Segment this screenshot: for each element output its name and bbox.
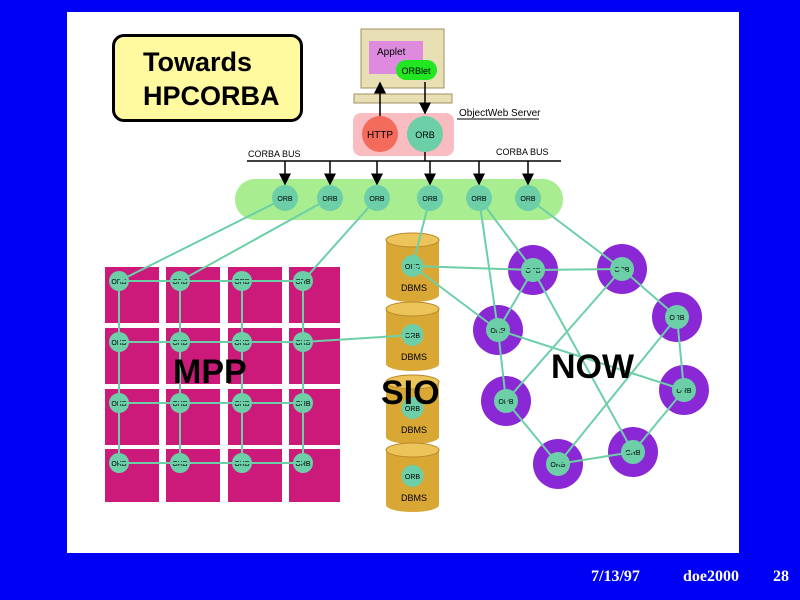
dbms-label: DBMS: [401, 283, 427, 293]
orblet-box: [396, 60, 437, 80]
connection-line: [532, 268, 623, 271]
title-box: Towards HPCORBA: [112, 34, 303, 122]
http-node: [362, 116, 398, 152]
connection-line: [505, 268, 623, 402]
dbms-label: DBMS: [401, 493, 427, 503]
slide: Towards HPCORBA Applet ORBlet HTTP ORB O…: [67, 12, 739, 553]
sio-orb-label: ORB: [405, 333, 421, 340]
bus-orb-node: [317, 185, 343, 211]
corba-bus-label-left: CORBA BUS: [248, 149, 301, 159]
applet-label: Applet: [377, 47, 406, 58]
mpp-orb-label: ORB: [111, 461, 127, 468]
bus-orb-label: ORB: [369, 196, 385, 203]
now-label: NOW: [551, 348, 635, 386]
bus-orb-label: ORB: [471, 196, 487, 203]
connection-line: [118, 197, 286, 282]
mpp-grid: ORBORBORBORBORBORBORBORBORBORBORBORBORBO…: [105, 267, 340, 502]
footer-page: 28: [773, 568, 789, 585]
connection-line: [527, 197, 623, 270]
connection-line: [676, 316, 685, 391]
bus-orb-label: ORB: [277, 196, 293, 203]
connection-line: [478, 197, 534, 271]
bus-orb-label: ORB: [322, 196, 338, 203]
sio-storage: ORB DBMS ORB DBMS ORB DBMS ORB DBMS: [385, 232, 440, 512]
footer-date: 7/13/97: [591, 568, 640, 585]
sio-orb-label: ORB: [405, 474, 421, 481]
connection-line: [497, 329, 507, 402]
bus-orb-node: [466, 185, 492, 211]
connection-line: [302, 334, 413, 343]
bus-orb-node: [417, 185, 443, 211]
title-line-2: HPCORBA: [143, 81, 280, 111]
sio-orb-label: ORB: [405, 264, 421, 271]
orblet-label: ORBlet: [401, 66, 431, 76]
connection-line: [412, 265, 534, 271]
now-orb-label: ORB: [625, 450, 641, 457]
mpp-orb-label: ORB: [234, 461, 250, 468]
bus-arrows: [279, 161, 534, 186]
connection-line: [532, 269, 634, 453]
bus-orb-label: ORB: [520, 196, 536, 203]
hpcorba-diagram: Applet ORBlet HTTP ORB ObjectWeb Server …: [105, 28, 709, 512]
connection-line: [497, 329, 685, 391]
connection-line: [302, 197, 378, 282]
connection-line: [557, 451, 634, 465]
connection-line: [497, 269, 534, 331]
bus-orb-label: ORB: [422, 196, 438, 203]
sio-orb-label: ORB: [405, 406, 421, 413]
http-label: HTTP: [367, 130, 393, 141]
sio-orb-node: [401, 397, 424, 419]
sio-label: SIO: [381, 374, 440, 412]
bus-orbs: ORB ORB ORB ORB ORB ORB: [272, 185, 541, 211]
server-orb-label: ORB: [415, 130, 435, 140]
bus-orb-node: [364, 185, 390, 211]
mpp-label: MPP: [173, 353, 247, 391]
bus-orb-node: [272, 185, 298, 211]
now-orb-label: ORB: [614, 267, 630, 274]
dbms-label: DBMS: [401, 425, 427, 435]
connection-line: [621, 268, 678, 318]
mpp-orb-label: ORB: [295, 461, 311, 468]
connection-line: [179, 197, 331, 282]
corba-bus-label-right: CORBA BUS: [496, 147, 549, 157]
sio-orb-node: [401, 465, 424, 487]
dbms-label: DBMS: [401, 352, 427, 362]
title-line-1: Towards: [143, 47, 253, 77]
connection-line: [505, 400, 559, 465]
client-workstation: Applet ORBlet: [353, 28, 453, 104]
objectweb-server: HTTP ORB ObjectWeb Server: [353, 108, 541, 156]
server-orb-node: [407, 116, 443, 152]
connection-links: [118, 197, 685, 465]
bus-orb-node: [515, 185, 541, 211]
server-label: ObjectWeb Server: [459, 108, 541, 119]
connection-line: [411, 265, 499, 331]
connection-line: [478, 197, 499, 331]
connection-line: [632, 389, 685, 453]
now-orb-label: ORB: [676, 388, 692, 395]
mpp-orb-label: ORB: [172, 461, 188, 468]
footer-event: doe2000: [683, 568, 739, 585]
now-orb-label: ORB: [550, 462, 566, 469]
connection-line: [557, 316, 678, 465]
